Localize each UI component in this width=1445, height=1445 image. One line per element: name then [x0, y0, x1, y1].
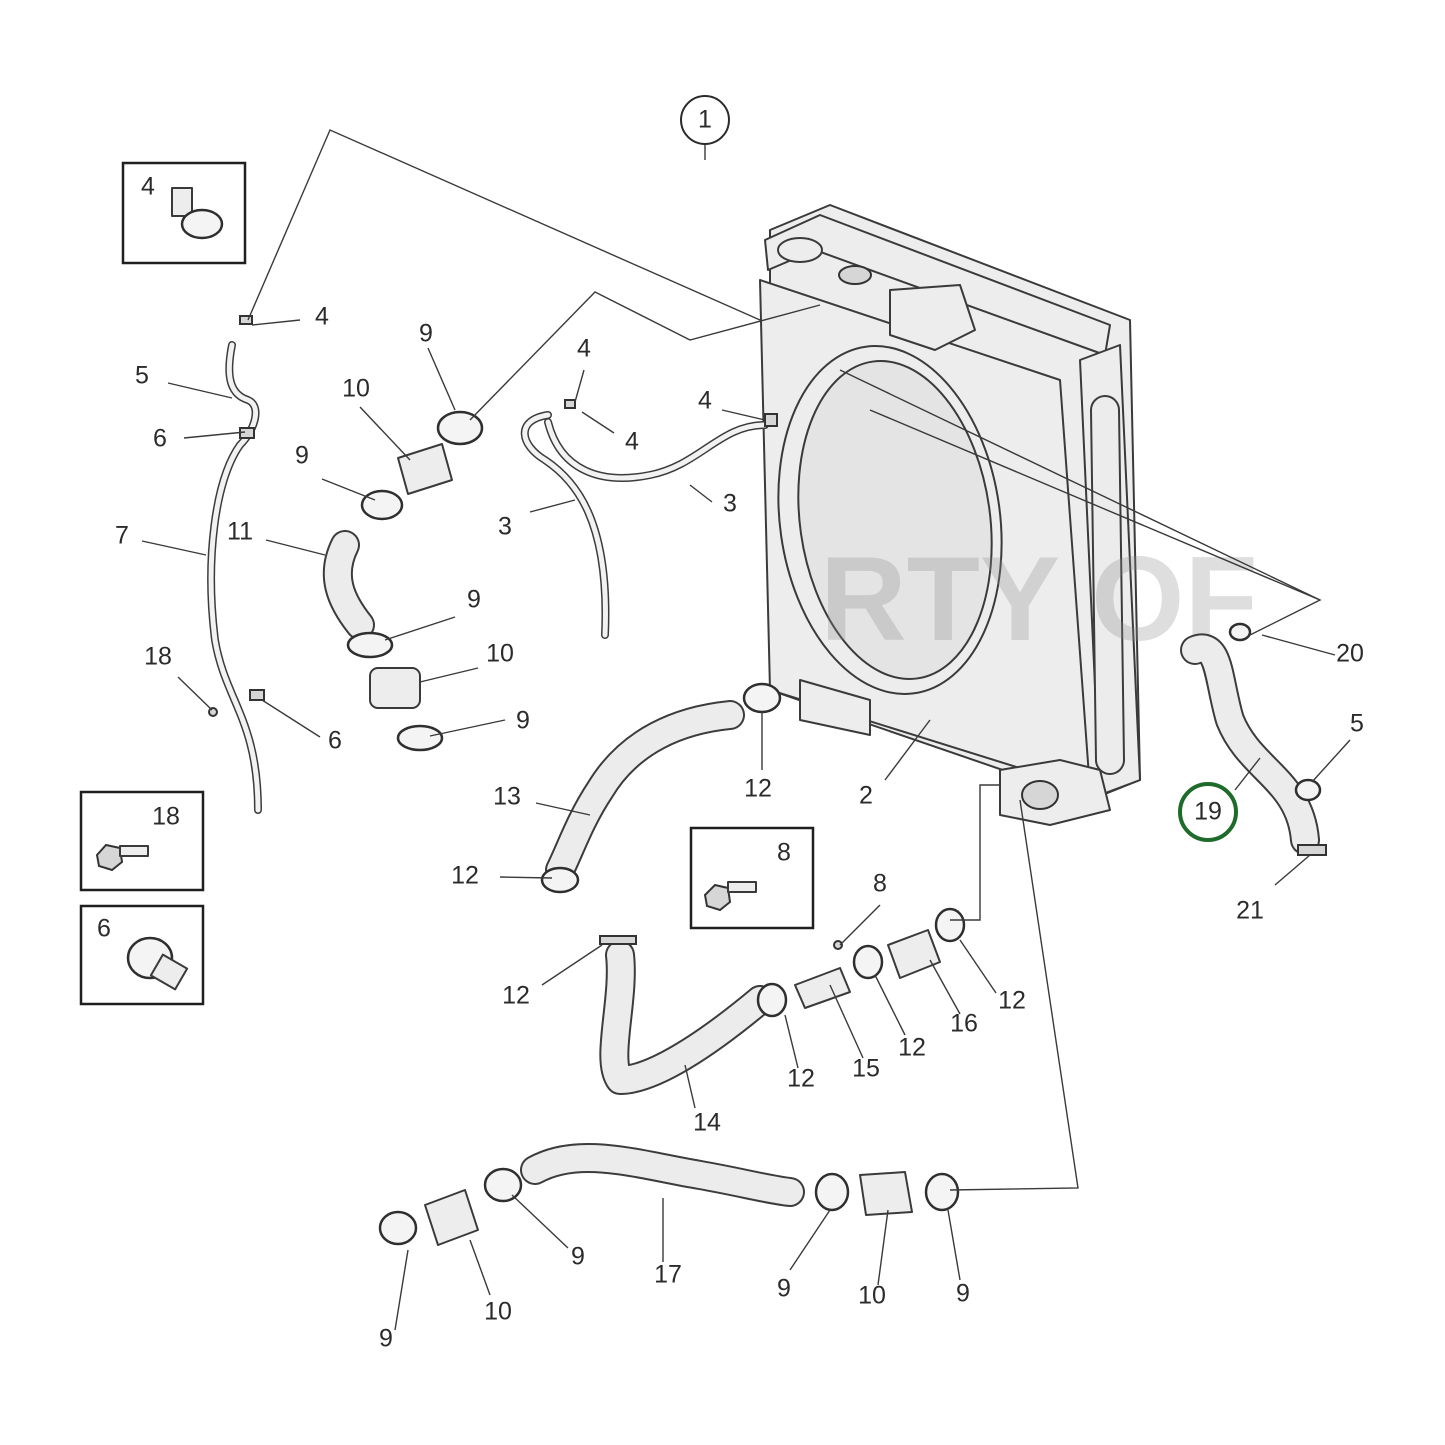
callout-9-h: 9 [956, 1280, 970, 1308]
callout-6-b: 6 [328, 727, 342, 755]
inset-clip-6: 6 [79, 904, 205, 1006]
highlight-circle-19 [1178, 782, 1238, 842]
callout-4-c: 4 [625, 428, 639, 456]
callout-17: 17 [654, 1261, 682, 1289]
inset-4-label: 4 [141, 173, 155, 201]
callout-19: 19 [1194, 798, 1222, 826]
callout-20: 20 [1336, 640, 1364, 668]
hose-11-assembly [322, 410, 484, 752]
callout-9-b: 9 [295, 442, 309, 470]
callout-7: 7 [115, 522, 129, 550]
callout-14: 14 [693, 1109, 721, 1137]
group-number-circle [680, 95, 730, 145]
leader-lines [141, 129, 1351, 1331]
callout-5-b: 5 [1350, 710, 1364, 738]
callout-12-c: 12 [502, 982, 530, 1010]
callout-9-g: 9 [777, 1275, 791, 1303]
callout-3-a: 3 [498, 513, 512, 541]
callout-12-e: 12 [898, 1034, 926, 1062]
inset-bolt-8: 8 [689, 826, 815, 930]
callout-21: 21 [1236, 897, 1264, 925]
radiator-assembly: RTY OF [759, 204, 1258, 826]
callout-10-d: 10 [858, 1282, 886, 1310]
callout-9-c: 9 [467, 586, 481, 614]
hose-3-vent-tubes [520, 399, 778, 639]
inset-6-label: 6 [97, 915, 111, 943]
callout-10-a: 10 [342, 375, 370, 403]
callout-10-b: 10 [486, 640, 514, 668]
callout-5-a: 5 [135, 362, 149, 390]
clamp-4-icon [171, 187, 193, 217]
callout-12-f: 12 [998, 987, 1026, 1015]
callout-11: 11 [227, 518, 253, 546]
callout-12-a: 12 [744, 775, 772, 803]
callout-9-d: 9 [516, 707, 530, 735]
callout-6-a: 6 [153, 425, 167, 453]
callout-10-c: 10 [484, 1298, 512, 1326]
callout-9-e: 9 [571, 1243, 585, 1271]
inset-8-label: 8 [777, 839, 791, 867]
inset-clamp-4: 4 [121, 161, 247, 265]
hose-14-15-16 [599, 907, 966, 1095]
pipe-19 [1180, 622, 1327, 856]
callout-9-a: 9 [419, 320, 433, 348]
group-number: 1 [698, 106, 712, 134]
hose-13 [540, 682, 782, 894]
hose-17 [378, 1142, 960, 1246]
callout-16: 16 [950, 1010, 978, 1038]
callout-3-b: 3 [723, 490, 737, 518]
bolt-8-icon [703, 883, 732, 912]
callout-4-a: 4 [315, 303, 329, 331]
bolt-18-icon [95, 843, 124, 872]
callout-18: 18 [144, 643, 172, 671]
callout-15: 15 [852, 1055, 880, 1083]
callout-labels: 1 19 4 4 4 4 5 5 6 6 7 9 9 9 9 9 9 9 9 1… [115, 95, 1364, 1353]
hose-7-overflow-tube [207, 315, 265, 814]
callout-9-f: 9 [379, 1325, 393, 1353]
callout-4-b: 4 [577, 335, 591, 363]
inset-bolt-18: 18 [79, 790, 205, 892]
callout-12-d: 12 [787, 1065, 815, 1093]
callout-2: 2 [859, 782, 873, 810]
callout-13: 13 [493, 783, 521, 811]
callout-12-b: 12 [451, 862, 479, 890]
inset-18-label: 18 [152, 803, 180, 831]
callout-8: 8 [873, 870, 887, 898]
callout-4-d: 4 [698, 387, 712, 415]
